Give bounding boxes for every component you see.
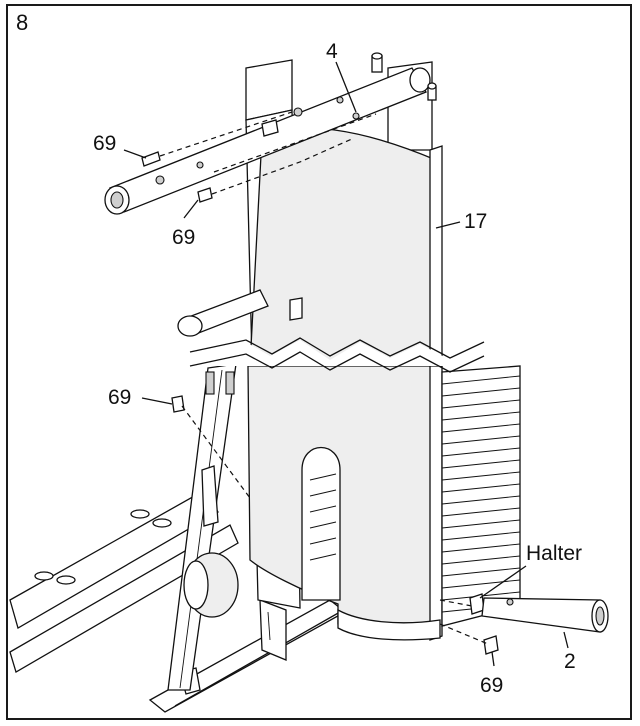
- base-frame: [9, 489, 347, 713]
- callout-69-top-lower: 69: [172, 226, 195, 249]
- callout-halter: Halter: [526, 542, 582, 565]
- weight-peg: [177, 289, 303, 337]
- step-number: 8: [16, 10, 28, 35]
- tube-2: [481, 597, 609, 633]
- slot: [205, 371, 215, 395]
- weight-stack: [441, 365, 521, 627]
- top-crossbar-4: [104, 52, 437, 215]
- callout-17: 17: [464, 210, 487, 233]
- callout-69-bottom: 69: [480, 674, 503, 697]
- callout-69-top-left: 69: [93, 132, 116, 155]
- alignment-lines: [159, 111, 489, 645]
- left-support-arm: [167, 363, 239, 691]
- callout-2: 2: [564, 650, 576, 673]
- bolts-69: [141, 151, 499, 655]
- leader-lines: [123, 61, 569, 667]
- callout-69-mid: 69: [108, 386, 131, 409]
- callout-4: 4: [326, 40, 338, 63]
- bolt-icon: [141, 151, 161, 167]
- break-line: [189, 337, 485, 373]
